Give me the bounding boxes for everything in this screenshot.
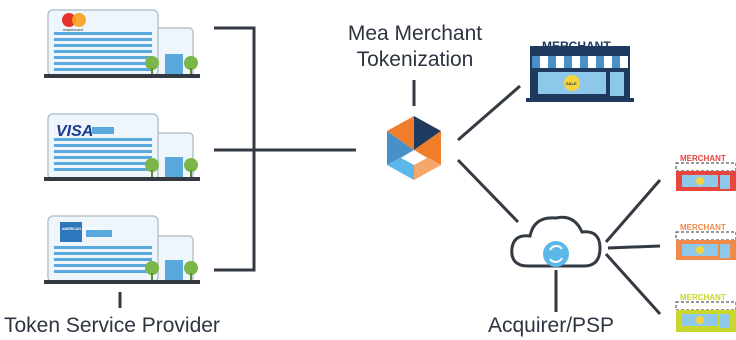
tree-icon <box>145 158 198 178</box>
acquirer-label: Acquirer/PSP <box>488 314 615 337</box>
merchant-sign: MERCHANT <box>680 223 726 232</box>
provider-mastercard: mastercard <box>44 9 200 78</box>
merchant-store-orange: MERCHANT <box>675 223 736 260</box>
merchant-sign: MERCHANT <box>680 293 726 302</box>
provider-bracket-connector <box>118 26 356 308</box>
tokenization-label-line1: Mea Merchant <box>347 22 483 45</box>
provider-base <box>44 280 200 284</box>
merchant-sign: MERCHANT <box>680 154 726 163</box>
mastercard-logo-icon: mastercard <box>62 13 86 32</box>
tree-icon <box>145 261 198 281</box>
amex-logo-icon: AMERICAN EXPRESS <box>60 222 99 242</box>
provider-base <box>44 177 200 181</box>
provider-base <box>44 74 200 78</box>
tokenization-label-line2: Tokenization <box>356 48 474 71</box>
svg-text:SALE: SALE <box>566 81 577 86</box>
tokenization-connectors <box>456 84 521 224</box>
merchant-store-yellow: MERCHANT <box>675 293 736 332</box>
merchant-store-main: MERCHANT SALE <box>526 39 634 102</box>
provider-amex: AMERICAN EXPRESS <box>44 215 200 284</box>
token-service-provider-label: Token Service Provider <box>4 314 220 337</box>
merchant-store-red: MERCHANT <box>675 154 736 191</box>
sale-badge <box>564 75 580 91</box>
visa-logo-icon: VISA <box>56 123 93 140</box>
svg-text:AMERICAN EXPRESS: AMERICAN EXPRESS <box>62 227 99 231</box>
tree-icon <box>145 56 198 76</box>
tokenization-logo-icon <box>387 116 441 180</box>
provider-visa: VISA <box>44 113 200 181</box>
mastercard-caption: mastercard <box>63 27 83 32</box>
acquirer-connectors <box>604 179 662 316</box>
acquirer-cloud-icon <box>510 215 602 312</box>
merchant-sign: MERCHANT <box>542 39 611 53</box>
